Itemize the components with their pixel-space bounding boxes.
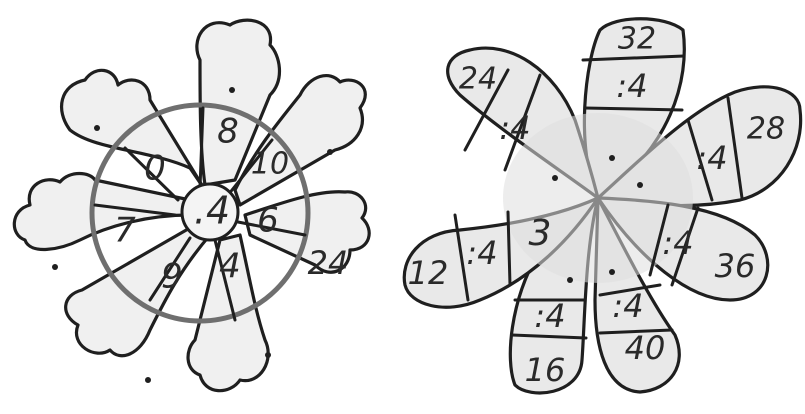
right-op-40: :4	[612, 287, 643, 325]
right-value-36: 36	[715, 247, 756, 285]
right-value-40: 40	[625, 329, 666, 367]
left-dot	[52, 264, 58, 270]
left-dot	[145, 377, 151, 383]
left-dot	[229, 87, 235, 93]
right-dot	[567, 277, 573, 283]
right-value-32: 32	[618, 22, 656, 57]
right-value-16: 16	[525, 351, 566, 389]
right-dot	[637, 182, 643, 188]
right-center-number-3: 3	[529, 213, 552, 254]
right-value-28: 28	[747, 112, 785, 147]
right-dot	[609, 269, 615, 275]
right-divider	[508, 212, 510, 285]
left-flower: .4 0 8 10 6 4 9 7 24	[14, 20, 369, 391]
left-dot	[94, 125, 100, 131]
left-dot	[327, 149, 333, 155]
right-value-24: 24	[459, 62, 497, 97]
left-number-4: 4	[219, 247, 241, 287]
right-op-24: :4	[499, 109, 530, 147]
right-op-36: :4	[662, 224, 693, 262]
right-dot	[609, 155, 615, 161]
right-dot	[552, 175, 558, 181]
left-number-10: 10	[251, 147, 289, 182]
left-outer-number-24: 24	[308, 244, 349, 282]
left-number-9: 9	[161, 257, 183, 297]
left-number-0: 0	[144, 149, 166, 189]
left-petal-bottom-left	[66, 225, 210, 356]
left-center-label: .4	[194, 189, 230, 233]
right-value-12: 12	[408, 254, 449, 292]
right-divider	[585, 108, 682, 110]
right-op-32: :4	[616, 67, 647, 105]
left-number-8: 8	[217, 112, 239, 152]
left-number-7: 7	[114, 211, 136, 251]
left-number-6: 6	[257, 201, 279, 241]
right-op-12: :4	[466, 234, 497, 272]
left-dot	[265, 352, 271, 358]
right-op-28: :4	[696, 139, 727, 177]
right-op-16: :4	[534, 297, 565, 335]
right-flower: 32 :4 28 :4 36 :4 40 :4 16 :4 12 :4 24 :…	[404, 19, 800, 393]
